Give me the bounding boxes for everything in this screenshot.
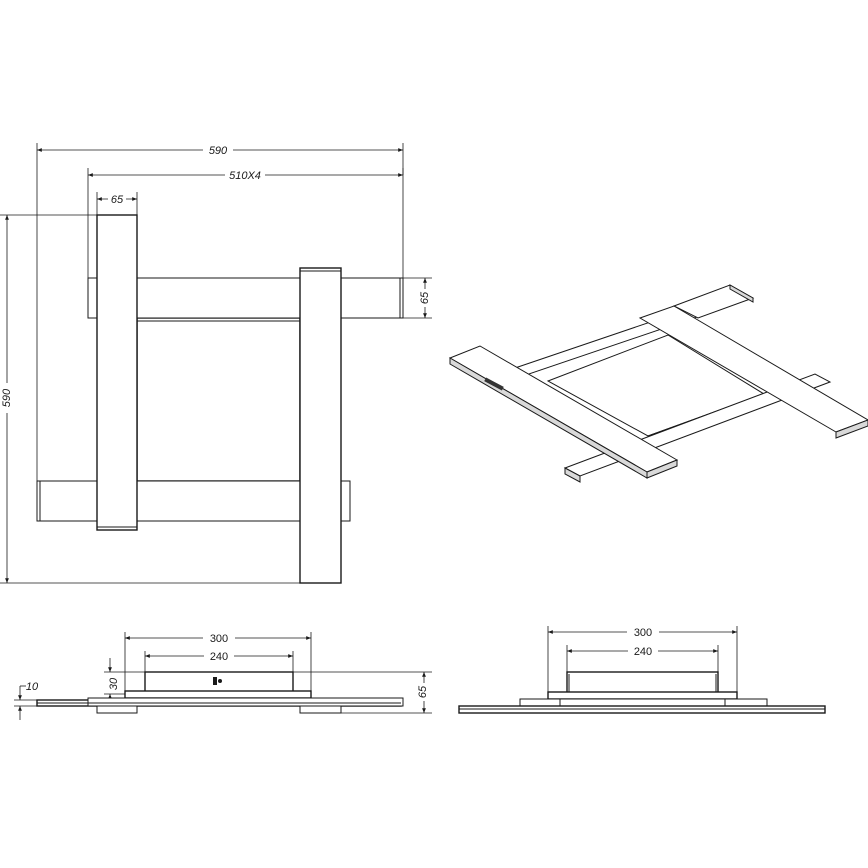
dim-label-bar-width-right: 65 xyxy=(419,291,431,304)
dim-overall-height: 590 xyxy=(0,214,300,584)
iso-bar-diag-right xyxy=(638,305,868,433)
side-right-mid-bar xyxy=(519,698,768,707)
side-left-foot-left xyxy=(96,705,138,714)
side-left-dim-10: 10 xyxy=(26,681,39,693)
top-view: 590 510X4 65 590 xyxy=(0,143,432,584)
dim-overall-width: 590 xyxy=(36,143,404,485)
side-left-dim-300: 300 xyxy=(210,633,228,645)
side-right-canopy xyxy=(566,671,719,695)
bar-left-vertical xyxy=(96,214,138,531)
side-right-dim-240: 240 xyxy=(634,646,652,658)
dim-label-overall-width: 590 xyxy=(209,145,228,157)
side-left-base xyxy=(124,690,312,699)
bar-bottom-horizontal xyxy=(36,480,351,522)
dim-label-bar-length: 510X4 xyxy=(229,170,261,182)
bar-right-vertical xyxy=(299,267,342,584)
dim-bar-width-right: 65 xyxy=(403,277,432,319)
side-left-dim-240: 240 xyxy=(210,651,228,663)
canopy-square xyxy=(136,317,301,482)
side-left-foot-right xyxy=(299,705,342,714)
isometric-view xyxy=(448,284,868,483)
dim-bar-width-top: 65 xyxy=(96,192,138,215)
side-view-left: 300 240 30 65 10 xyxy=(14,631,432,720)
side-right-base xyxy=(547,691,738,700)
dim-bar-length: 510X4 xyxy=(87,168,404,280)
side-left-dim-65: 65 xyxy=(417,685,429,698)
dim-label-bar-width-top: 65 xyxy=(111,194,124,206)
dim-label-overall-height: 590 xyxy=(1,388,13,407)
side-view-right: 300 240 xyxy=(458,625,826,714)
side-right-dim-300: 300 xyxy=(634,627,652,639)
side-left-dim-30: 30 xyxy=(108,677,120,690)
bar-top-horizontal xyxy=(87,277,404,319)
